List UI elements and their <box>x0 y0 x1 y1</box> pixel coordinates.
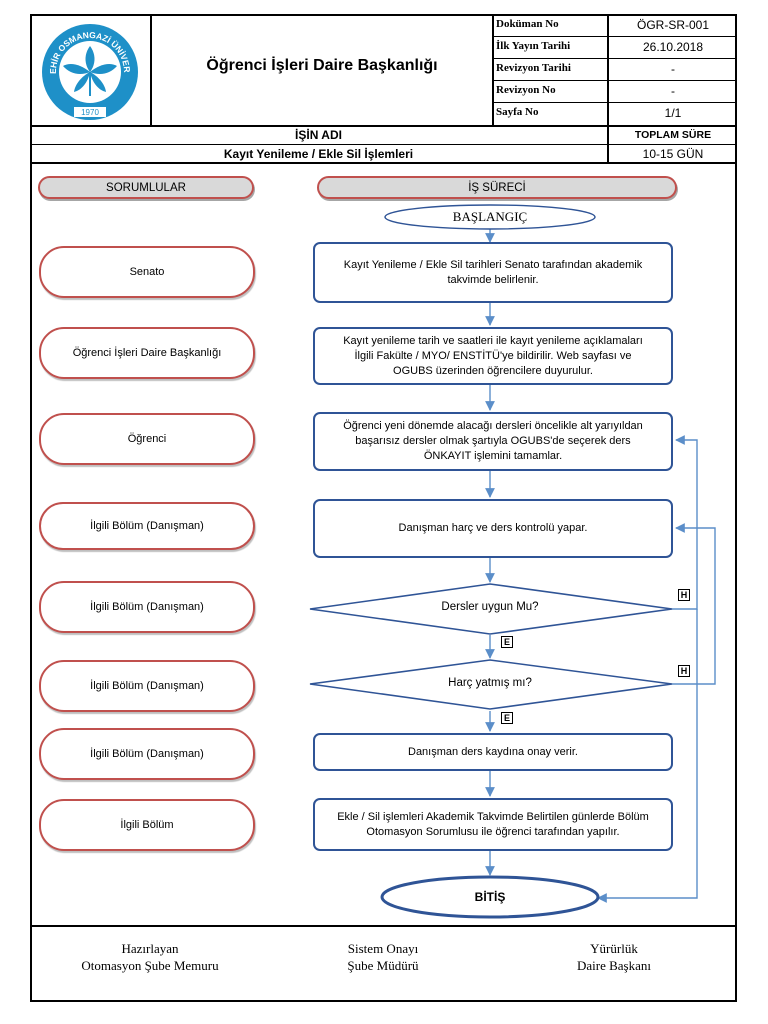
step-line: İlgili Fakülte / MYO/ ENSTİTÜ'ye bildiri… <box>354 349 632 362</box>
step-line: ÖNKAYIT işlemini tamamlar. <box>423 450 563 462</box>
meta-value-revision-date: - <box>671 62 675 76</box>
role-ilgili-bolum-2: İlgili Bölüm (Danışman) <box>39 581 255 633</box>
decision-courses: Dersler uygun Mu? <box>441 601 539 613</box>
meta-row-line-3 <box>492 80 737 81</box>
meta-value-page-no: 1/1 <box>664 106 682 120</box>
job-bottom-line <box>30 162 737 164</box>
role-ogrenci: Öğrenci <box>39 413 255 465</box>
signature-title: Yürürlük <box>590 941 638 956</box>
no-label-courses: H <box>678 589 690 601</box>
role-ilgili-bolum-3: İlgili Bölüm (Danışman) <box>39 660 255 712</box>
step-line: OGUBS üzerinden öğrencilere duyurulur. <box>393 364 593 377</box>
flow-start: BAŞLANGIÇ <box>452 209 528 224</box>
meta-label-page-no: Sayfa No <box>496 106 539 118</box>
role-senato: Senato <box>39 246 255 298</box>
meta-label-revision-no: Revizyon No <box>496 84 556 96</box>
total-value: 10-15 GÜN <box>642 147 704 161</box>
step-senato: Kayıt Yenileme / Ekle Sil tarihleri Sena… <box>313 242 673 303</box>
step-advisor-approve: Danışman ders kaydına onay verir. <box>313 733 673 771</box>
step-advisor-check: Danışman harç ve ders kontrolü yapar. <box>313 499 673 558</box>
header-divider-value <box>607 14 609 126</box>
meta-label-doc-no: Doküman No <box>496 18 559 30</box>
meta-label-first-publish: İlk Yayın Tarihi <box>496 40 571 52</box>
signature-title: Hazırlayan <box>121 941 179 956</box>
step-line: başarısız dersler olmak şartıyla OGUBS'd… <box>355 435 631 447</box>
yes-label-courses: E <box>501 636 513 648</box>
signature-effective: Yürürlük Daire Başkanı <box>514 940 714 974</box>
step-line: Kayıt Yenileme / Ekle Sil tarihleri Sena… <box>343 258 643 271</box>
role-ilgili-bolum-4: İlgili Bölüm (Danışman) <box>39 728 255 780</box>
no-label-fee: H <box>678 665 690 677</box>
step-line: Otomasyon Sorumlusu ile öğrenci tarafınd… <box>366 825 620 838</box>
meta-label-revision-date: Revizyon Tarihi <box>496 62 571 74</box>
step-line: takvimde belirlenir. <box>447 273 539 286</box>
signature-person: Otomasyon Şube Memuru <box>81 958 219 973</box>
footer-top-line <box>30 925 737 927</box>
meta-row-line-4 <box>492 102 737 103</box>
job-name: Kayıt Yenileme / Ekle Sil İşlemleri <box>223 147 414 161</box>
meta-row-line-1 <box>492 36 737 37</box>
signature-prepared: Hazırlayan Otomasyon Şube Memuru <box>50 940 250 974</box>
step-line: Danışman ders kaydına onay verir. <box>408 745 578 758</box>
university-logo: ESKİŞEHİR OSMANGAZİ ÜNİVERSİTESİ 1970 <box>27 8 150 124</box>
decision-fee: Harç yatmış mı? <box>448 677 532 689</box>
logo-year: 1970 <box>81 108 99 117</box>
responsible-column-header: SORUMLULAR <box>38 176 254 199</box>
signature-title: Sistem Onayı <box>347 941 419 956</box>
process-column-header: İŞ SÜRECİ <box>317 176 677 199</box>
page-title: Öğrenci İşleri Daire Başkanlığı <box>206 57 438 74</box>
page-frame <box>30 14 737 1002</box>
header-divider-meta <box>492 14 494 126</box>
step-add-drop: Ekle / Sil işlemleri Akademik Takvimde B… <box>313 798 673 851</box>
role-ilgili-bolum-5: İlgili Bölüm <box>39 799 255 851</box>
meta-value-first-publish: 26.10.2018 <box>642 40 704 54</box>
meta-value-doc-no: ÖGR-SR-001 <box>636 18 710 32</box>
step-prereg: Öğrenci yeni dönemde alacağı dersleri ön… <box>313 412 673 471</box>
step-line: Ekle / Sil işlemleri Akademik Takvimde B… <box>337 810 649 823</box>
job-divider <box>607 125 609 163</box>
step-announce: Kayıt yenileme tarih ve saatleri ile kay… <box>313 327 673 385</box>
signature-person: Daire Başkanı <box>576 958 651 973</box>
signature-system: Sistem Onayı Şube Müdürü <box>283 940 483 974</box>
role-ogrenci-isleri: Öğrenci İşleri Daire Başkanlığı <box>39 327 255 379</box>
job-row-line <box>30 144 737 145</box>
yes-label-fee: E <box>501 712 513 724</box>
step-line: Danışman harç ve ders kontrolü yapar. <box>398 522 588 534</box>
step-line: Kayıt yenileme tarih ve saatleri ile kay… <box>343 334 643 347</box>
flow-end: BİTİŞ <box>474 890 506 904</box>
meta-row-line-2 <box>492 58 737 59</box>
header-divider-logo <box>150 14 152 126</box>
total-label: TOPLAM SÜRE <box>634 129 712 141</box>
job-label: İŞİN ADI <box>295 128 342 142</box>
step-line: Öğrenci yeni dönemde alacağı dersleri ön… <box>343 420 643 432</box>
role-ilgili-bolum-1: İlgili Bölüm (Danışman) <box>39 502 255 550</box>
meta-value-revision-no: - <box>671 84 675 98</box>
signature-person: Şube Müdürü <box>347 958 419 973</box>
header-bottom-line <box>30 125 737 127</box>
